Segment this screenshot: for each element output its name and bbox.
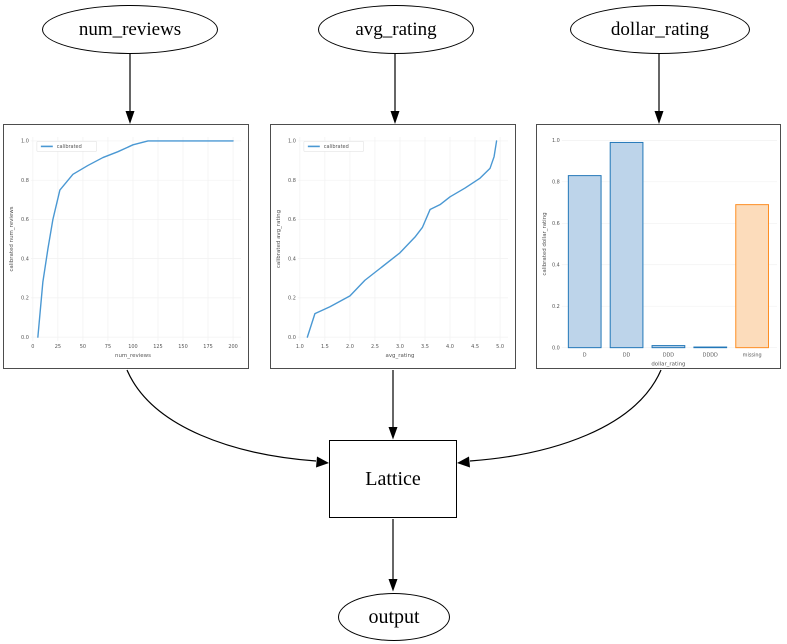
svg-text:DDD: DDD bbox=[663, 353, 675, 359]
svg-text:2.5: 2.5 bbox=[371, 344, 379, 350]
node-dollar-rating: dollar_rating bbox=[570, 5, 750, 54]
svg-text:3.5: 3.5 bbox=[421, 344, 429, 350]
svg-text:200: 200 bbox=[228, 344, 237, 350]
svg-text:0.8: 0.8 bbox=[552, 180, 560, 186]
edge-calibrator3-to-lattice bbox=[469, 369, 662, 462]
arrowhead bbox=[654, 111, 664, 124]
svg-text:calibrated avg_rating: calibrated avg_rating bbox=[276, 210, 282, 268]
calibrator-plot-num-reviews: 0 25 50 75 100 125 150 175 200 0.0 0.2 0.4 0.6 0.8 1.0… bbox=[3, 124, 249, 369]
svg-text:0.0: 0.0 bbox=[552, 345, 560, 351]
svg-text:0.0: 0.0 bbox=[21, 335, 29, 341]
svg-text:calibrated num_reviews: calibrated num_reviews bbox=[9, 206, 15, 271]
svg-text:0.8: 0.8 bbox=[21, 178, 29, 184]
arrowhead bbox=[388, 579, 398, 592]
svg-text:0: 0 bbox=[31, 344, 34, 350]
svg-text:175: 175 bbox=[203, 344, 212, 350]
svg-text:avg_rating: avg_rating bbox=[385, 353, 414, 359]
svg-text:25: 25 bbox=[55, 344, 61, 350]
svg-text:5.0: 5.0 bbox=[496, 344, 504, 350]
svg-text:1.0: 1.0 bbox=[552, 138, 560, 144]
svg-text:1.5: 1.5 bbox=[321, 344, 329, 350]
svg-text:0.2: 0.2 bbox=[552, 304, 560, 310]
arrowhead bbox=[316, 456, 329, 468]
svg-text:0.2: 0.2 bbox=[288, 296, 296, 302]
svg-text:0.2: 0.2 bbox=[21, 296, 29, 302]
svg-text:3.0: 3.0 bbox=[396, 344, 404, 350]
node-num-reviews-label: num_reviews bbox=[78, 18, 182, 40]
svg-text:0.4: 0.4 bbox=[288, 256, 296, 262]
svg-text:50: 50 bbox=[80, 344, 86, 350]
node-output: output bbox=[338, 593, 450, 641]
svg-text:dollar_rating: dollar_rating bbox=[651, 362, 685, 368]
svg-text:150: 150 bbox=[178, 344, 187, 350]
svg-text:1.0: 1.0 bbox=[21, 139, 29, 145]
node-num-reviews: num_reviews bbox=[42, 5, 218, 54]
node-lattice: Lattice bbox=[329, 440, 457, 518]
svg-text:0.4: 0.4 bbox=[552, 263, 560, 269]
svg-text:0.6: 0.6 bbox=[21, 217, 29, 223]
svg-text:0.4: 0.4 bbox=[21, 256, 29, 262]
arrowhead bbox=[390, 111, 400, 124]
svg-text:1.0: 1.0 bbox=[296, 344, 304, 350]
svg-text:4.5: 4.5 bbox=[471, 344, 479, 350]
svg-text:1.0: 1.0 bbox=[288, 139, 296, 145]
svg-text:calibrated: calibrated bbox=[57, 144, 82, 150]
svg-text:D: D bbox=[583, 353, 587, 359]
svg-text:calibrated dollar_rating: calibrated dollar_rating bbox=[542, 212, 548, 275]
svg-text:125: 125 bbox=[153, 344, 162, 350]
avg-rating-calibration-chart: 1.0 1.5 2.0 2.5 3.0 3.5 4.0 4.5 5.0 0.0 0.2 0.4 0.6 0… bbox=[276, 136, 509, 359]
svg-text:0.6: 0.6 bbox=[552, 221, 560, 227]
node-avg-rating-label: avg_rating bbox=[355, 18, 437, 40]
svg-text:num_reviews: num_reviews bbox=[115, 353, 151, 359]
arrowhead bbox=[388, 427, 398, 440]
svg-text:DD: DD bbox=[623, 353, 631, 359]
svg-text:0.6: 0.6 bbox=[288, 217, 296, 223]
arrowhead bbox=[457, 456, 470, 468]
svg-text:0.0: 0.0 bbox=[288, 335, 296, 341]
calibrator-plot-avg-rating: 1.0 1.5 2.0 2.5 3.0 3.5 4.0 4.5 5.0 0.0 0.2 0.4 0.6 0… bbox=[270, 124, 516, 369]
svg-text:4.0: 4.0 bbox=[446, 344, 454, 350]
svg-text:calibrated: calibrated bbox=[324, 144, 349, 150]
arrowhead bbox=[125, 111, 135, 124]
node-lattice-label: Lattice bbox=[365, 467, 421, 490]
node-dollar-rating-label: dollar_rating bbox=[610, 18, 710, 40]
num-reviews-calibration-chart: 0 25 50 75 100 125 150 175 200 0.0 0.2 0.4 0.6 0.8 1.0… bbox=[9, 136, 242, 359]
svg-text:missing: missing bbox=[743, 353, 762, 359]
svg-text:0.8: 0.8 bbox=[288, 178, 296, 184]
edge-calibrator1-to-lattice bbox=[126, 369, 317, 462]
svg-text:2.0: 2.0 bbox=[346, 344, 354, 350]
svg-text:75: 75 bbox=[105, 344, 111, 350]
svg-text:100: 100 bbox=[128, 344, 137, 350]
node-output-label: output bbox=[368, 605, 420, 628]
svg-text:DDDD: DDDD bbox=[703, 353, 718, 359]
node-avg-rating: avg_rating bbox=[318, 5, 474, 54]
